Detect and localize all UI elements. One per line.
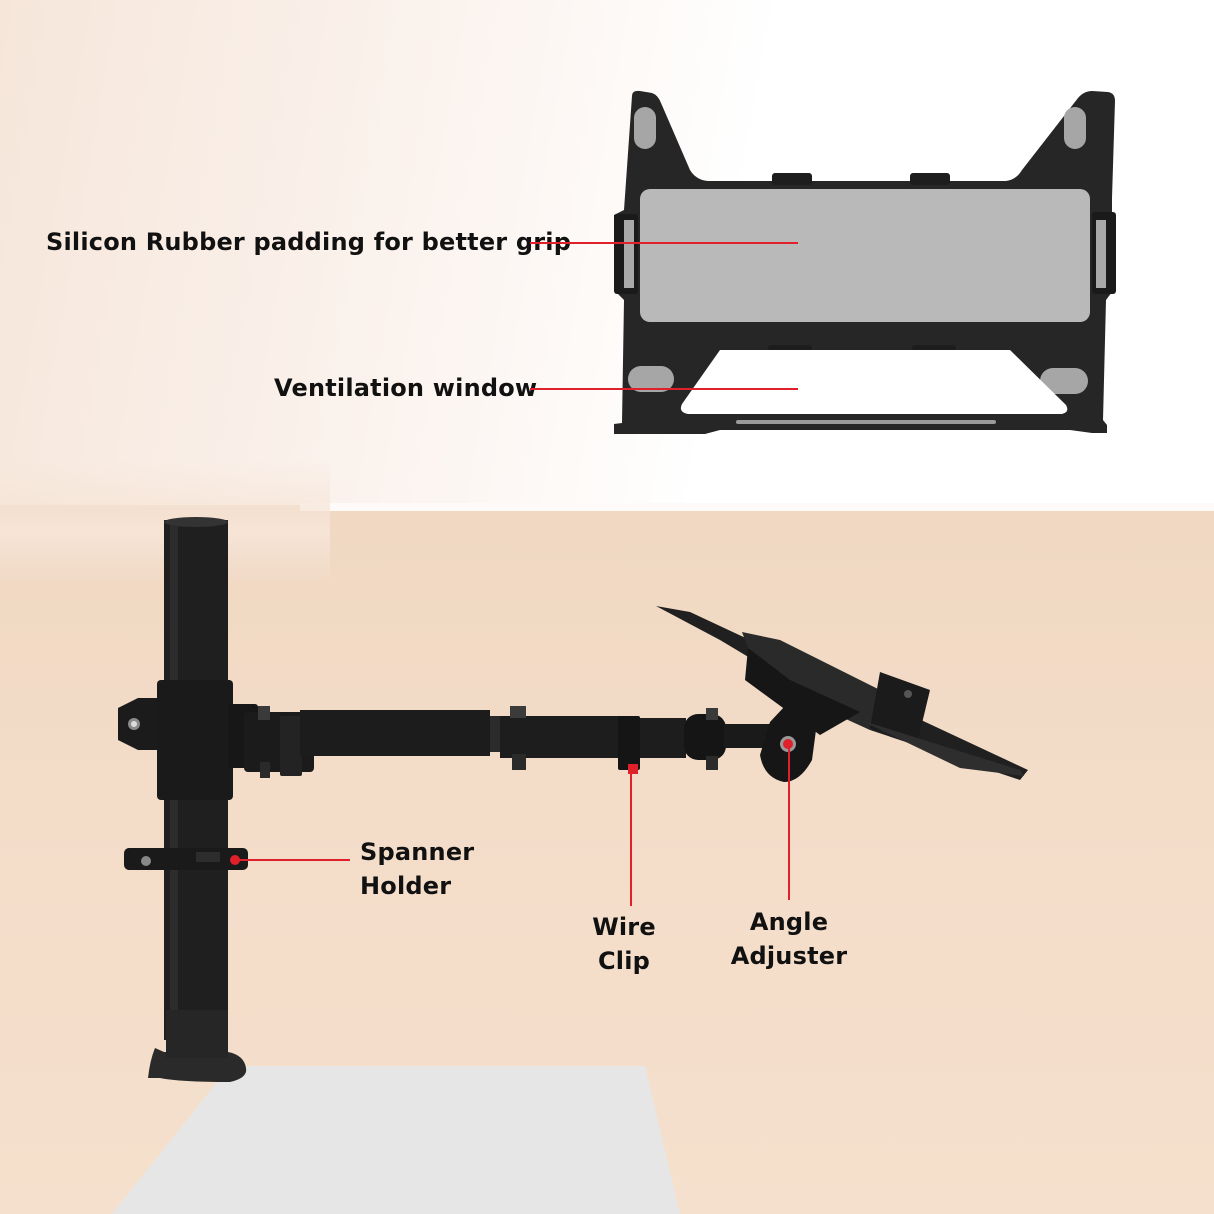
desk <box>112 1066 680 1214</box>
spanner-holder-line2: Holder <box>360 872 452 900</box>
background-edge <box>300 503 1214 511</box>
laptop-tray-plate <box>614 90 1116 434</box>
ventilation-window <box>680 350 1068 414</box>
spanner-holder-marker <box>230 855 240 865</box>
tilted-tray <box>656 606 1028 780</box>
callout-spanner-holder-label: Spanner Holder <box>360 835 474 903</box>
wire-clip-line2: Clip <box>597 947 651 975</box>
callout-spanner-holder-line <box>236 859 350 861</box>
rubber-pad <box>640 189 1090 322</box>
callout-rubber-padding-label: Silicon Rubber padding for better grip <box>46 228 572 256</box>
pole <box>118 517 248 1082</box>
callout-wire-clip-line <box>630 770 632 906</box>
callout-ventilation-line <box>530 388 798 390</box>
callout-rubber-padding-line <box>530 242 798 244</box>
spanner-holder-line1: Spanner <box>360 838 475 866</box>
angle-adjuster-line2: Adjuster <box>730 942 848 970</box>
wire-clip-line1: Wire <box>592 913 656 941</box>
callout-angle-adjuster-label: Angle Adjuster <box>726 905 852 973</box>
angle-adjuster-line1: Angle <box>749 908 829 936</box>
callout-wire-clip-label: Wire Clip <box>584 910 664 978</box>
callout-ventilation-label: Ventilation window <box>274 374 538 402</box>
arm <box>228 690 820 782</box>
callout-angle-adjuster-line <box>788 744 790 900</box>
